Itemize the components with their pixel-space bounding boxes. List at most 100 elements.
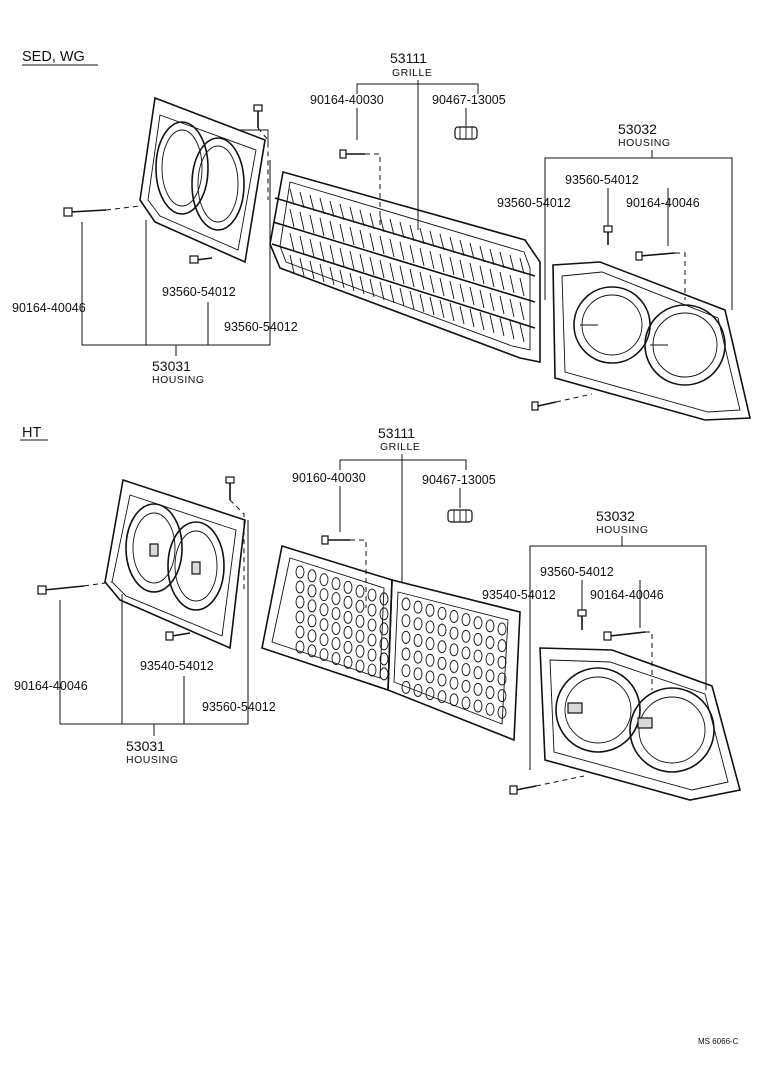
grille-slat bbox=[419, 293, 425, 313]
grille-slat bbox=[409, 224, 415, 242]
rh-screw-2-part-number: 93540-54012 bbox=[482, 588, 556, 602]
grille-slat bbox=[369, 212, 375, 230]
grille-cell bbox=[449, 643, 459, 657]
grille-slat bbox=[419, 247, 425, 267]
rh-bolt-part-number: 90164-40046 bbox=[590, 588, 664, 602]
grille-slat bbox=[519, 277, 525, 297]
grille-slat bbox=[309, 260, 315, 280]
grille-cell bbox=[355, 584, 365, 598]
grille-cell bbox=[307, 644, 317, 658]
grille-cell bbox=[379, 637, 389, 651]
lh-screw-icon bbox=[165, 631, 191, 641]
grille-slat bbox=[289, 254, 295, 274]
grille-slat bbox=[429, 230, 435, 248]
clip-part-number-a: 90160-40030 bbox=[292, 471, 366, 485]
grille-cell bbox=[461, 646, 471, 660]
grille-slat bbox=[489, 314, 495, 334]
grille-slat bbox=[339, 269, 345, 289]
grille-slat bbox=[399, 241, 405, 261]
grille-screw-icon bbox=[321, 535, 350, 545]
rh-housing-label: HOUSING bbox=[596, 524, 649, 536]
grille-cell bbox=[379, 607, 389, 621]
grille-body bbox=[269, 170, 541, 363]
clip-part-number-b: 90467-13005 bbox=[432, 93, 506, 107]
rh-lower-dashline bbox=[535, 775, 585, 787]
grille-cell bbox=[461, 663, 471, 677]
rh-housing-label: HOUSING bbox=[618, 137, 671, 149]
grille-cell bbox=[437, 656, 447, 670]
grille-cell bbox=[379, 652, 389, 666]
grille-label: GRILLE bbox=[392, 67, 432, 79]
grille-slat bbox=[499, 271, 505, 291]
grille-cell bbox=[449, 660, 459, 673]
grille-cell bbox=[497, 689, 507, 703]
grille-slat bbox=[389, 238, 395, 258]
grille-clip-icon bbox=[454, 126, 478, 140]
lh-top-screw-icon bbox=[225, 476, 235, 500]
grille-cell bbox=[425, 620, 435, 634]
grille-slat bbox=[519, 301, 525, 321]
grille-slat bbox=[359, 253, 365, 273]
grille-cell bbox=[437, 623, 447, 637]
lh-housing-part-number: 53031 bbox=[126, 738, 165, 754]
grille-cell bbox=[367, 633, 377, 647]
grille-clip-bracket bbox=[356, 83, 479, 94]
lh-bolt-part-number: 90164-40046 bbox=[12, 301, 86, 315]
lh-bolt-icon bbox=[63, 207, 107, 217]
grille-slat bbox=[329, 266, 335, 286]
rh-housing-body bbox=[552, 261, 751, 421]
lh-screw-2-part-number: 93560-54012 bbox=[202, 700, 276, 714]
grille-slat bbox=[299, 191, 305, 209]
grille-cell bbox=[343, 580, 353, 594]
rh-screw-icon bbox=[577, 609, 587, 630]
grille-cell bbox=[437, 606, 447, 620]
rh-lower-screw-icon bbox=[531, 401, 557, 411]
grille-slat bbox=[439, 277, 445, 297]
grille-cell bbox=[473, 666, 483, 680]
grille-slat bbox=[509, 254, 515, 272]
grille-slat bbox=[299, 235, 305, 255]
rh-screw-1-part-number: 93560-54012 bbox=[565, 173, 639, 187]
grille-cell bbox=[331, 652, 341, 665]
grille-slat bbox=[379, 281, 385, 301]
grille-slat bbox=[419, 271, 425, 291]
grille-cell bbox=[449, 693, 459, 707]
grille-slat bbox=[469, 286, 475, 306]
grille-slat bbox=[429, 296, 435, 316]
grille-cell bbox=[295, 580, 305, 594]
grille-cell bbox=[355, 644, 365, 658]
rh-bolt-icon bbox=[635, 251, 676, 261]
grille-cell bbox=[449, 610, 459, 623]
grille-cell bbox=[367, 588, 377, 602]
grille-cell bbox=[497, 705, 507, 719]
grille-slat bbox=[409, 244, 415, 264]
grille-cell bbox=[437, 640, 447, 654]
grille-cell bbox=[425, 687, 435, 701]
grille-cell bbox=[343, 595, 353, 609]
grille-cell bbox=[425, 603, 435, 617]
grille-slat bbox=[399, 265, 405, 285]
rh-lower-screw-icon bbox=[509, 785, 537, 795]
grille-label: GRILLE bbox=[380, 441, 420, 453]
grille-slat bbox=[339, 223, 345, 243]
grille-cell bbox=[497, 672, 507, 686]
grille-slat bbox=[319, 217, 325, 237]
grille-cell bbox=[473, 632, 483, 646]
grille-cell bbox=[485, 686, 495, 699]
grille-slat bbox=[369, 256, 375, 276]
grille-slat bbox=[479, 245, 485, 263]
grille-cell bbox=[401, 597, 411, 611]
grille-slat bbox=[289, 232, 295, 252]
rh-housing-part-number: 53032 bbox=[618, 121, 657, 137]
grille-body bbox=[261, 544, 521, 742]
grille-cell bbox=[449, 676, 459, 690]
grille-cell bbox=[367, 618, 377, 632]
grille-slat bbox=[319, 241, 325, 261]
section-label-sed-wg: SED, WG bbox=[22, 49, 85, 65]
section-ht: HT 53111 GRILLE 90160-40030 90467-13005 bbox=[14, 425, 741, 801]
grille-cell bbox=[355, 599, 365, 613]
grille-cell bbox=[485, 652, 495, 666]
grille-cell bbox=[319, 648, 329, 662]
rh-bolt-icon bbox=[603, 631, 646, 641]
